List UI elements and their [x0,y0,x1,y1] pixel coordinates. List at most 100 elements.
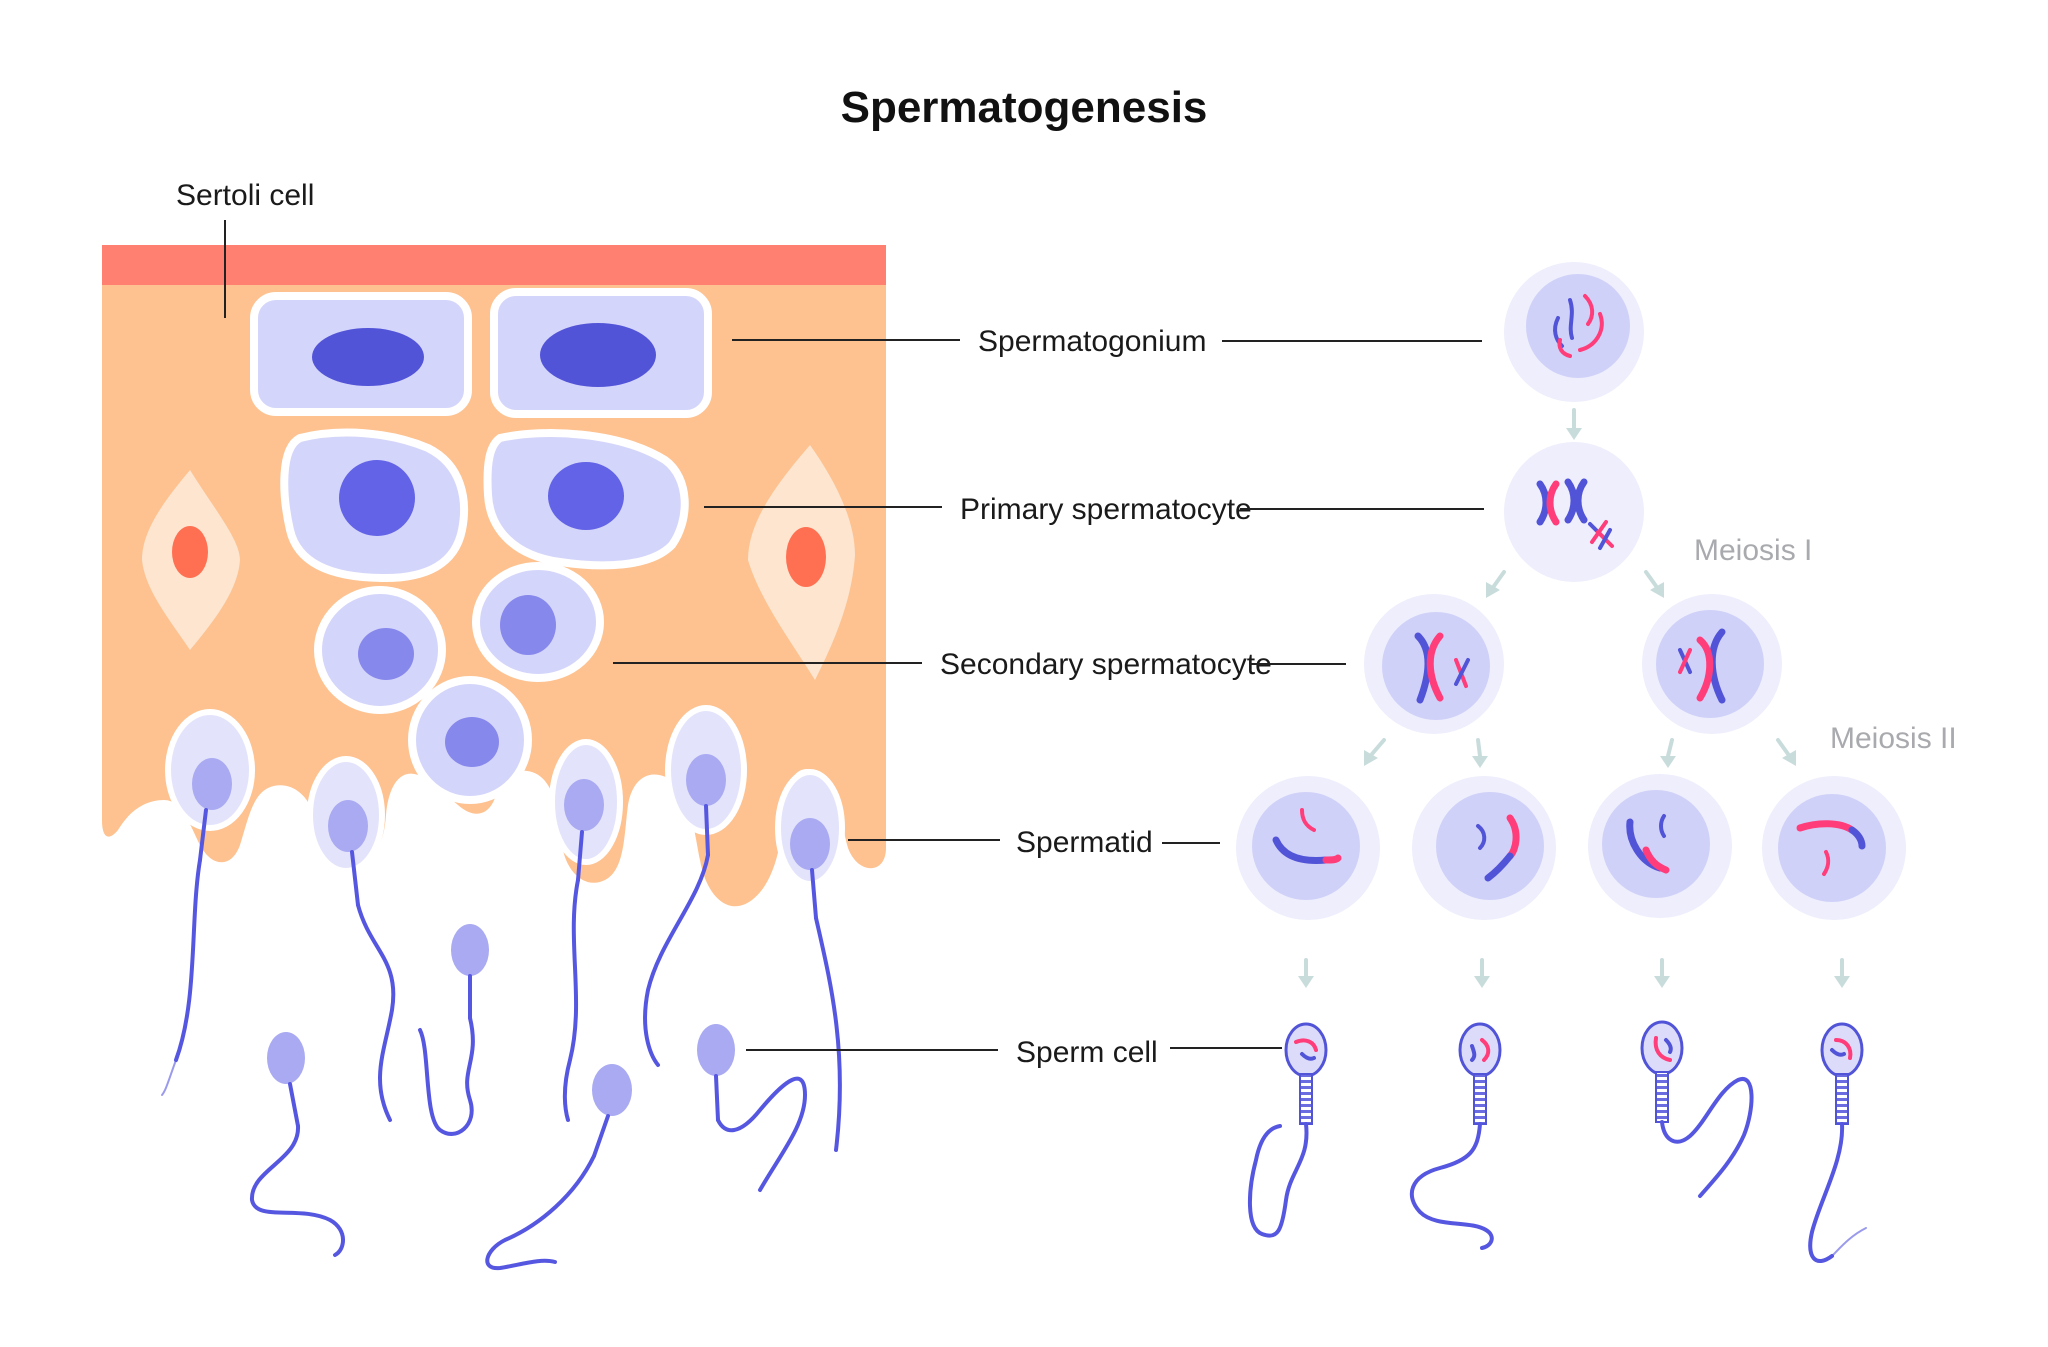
tree-sperm-cell [1409,1022,1502,1250]
chromosome [1484,852,1514,882]
sperm-tail [1808,1122,1845,1263]
chromosome [1664,1038,1673,1054]
sperm-tail [1248,1122,1309,1238]
sperm-tail [350,850,360,907]
chromosome [1322,854,1342,864]
chromosome [1480,1038,1491,1062]
chromosome [1822,850,1831,876]
sperm-tail [814,916,842,1152]
chromosome [1300,808,1316,832]
sperm-head [1458,1022,1502,1078]
chromosome [1578,312,1604,352]
sperm-tail [643,853,710,1067]
sperm-head [1640,1020,1684,1076]
chromosome [1272,836,1330,864]
spermatogonium-nucleus [312,328,424,386]
chromosome [1557,338,1572,358]
spermatid-head [686,754,726,806]
chromosome-pair [1564,478,1578,524]
arrow [1486,570,1506,598]
chromosome-pair [1536,480,1550,526]
sperm-head [1284,1022,1328,1078]
sperm-midpiece [1299,1073,1313,1125]
tree-spermatid [1236,776,1380,920]
label-spermatid: Spermatid [1016,826,1153,859]
chromosome [1848,826,1866,850]
chromosome [1678,648,1692,674]
tree-spermatid [1762,776,1906,920]
chromosome [1294,1038,1318,1052]
tree-secondary-spermatocyte [1642,594,1782,734]
label-secondary-spermatocyte: Secondary spermatocyte [940,648,1272,681]
tree-sperm-cell [1808,1022,1867,1263]
chromosome [1426,632,1444,702]
sperm-tail [704,804,710,857]
sperm-head [267,1032,305,1084]
tree-sperm-cell [1248,1022,1328,1238]
chromosome [1300,1052,1316,1061]
chromosome-pair [1546,480,1560,526]
free-sperm-cells [249,924,808,1271]
secondary-spermatocyte-nucleus [445,717,499,767]
cell-nucleus [1602,790,1710,898]
chromosome [1796,820,1856,834]
spermatid-head [328,800,368,852]
sperm-midpiece [592,1114,610,1158]
basement-membrane [102,245,886,285]
chromosome [1642,846,1670,874]
sperm-head [697,1024,735,1076]
chromosome [1470,1044,1477,1062]
chromosome [1454,658,1470,686]
label-meiosis-2: Meiosis II [1830,722,1957,755]
spermatogonium-nucleus [540,323,656,387]
arrow [1566,408,1582,440]
sperm-tail [576,830,584,882]
tree-spermatid [1412,776,1556,920]
lineage-tree [1236,262,1906,1263]
sperm-tail [716,1076,808,1192]
primary-spermatocyte-nucleus [548,462,624,530]
chromosome [1568,298,1574,340]
sperm-tail [1409,1122,1494,1250]
chromosome [1659,814,1666,838]
cell-nucleus [1382,612,1490,720]
spermatid-head [192,758,232,810]
arrow [1776,738,1796,766]
arrow [1472,738,1488,768]
secondary-spermatocyte-nucleus [358,628,414,680]
tree-primary-spermatocyte [1504,442,1644,582]
sperm-midpiece [1473,1073,1487,1125]
tree-spermatogonium [1504,262,1644,402]
chromosome [1653,1036,1672,1062]
diagram-title: Spermatogenesis [841,83,1208,132]
label-sertoli-cell: Sertoli cell [176,179,314,212]
tissue-spermatids [161,705,845,1152]
secondary-spermatocyte-nucleus [500,595,556,655]
chromosome [1476,824,1487,850]
cell-nucleus [1526,274,1630,378]
chromosome [1830,1048,1846,1057]
chromosome-pair [1598,528,1612,550]
sperm-tail [356,903,396,1122]
arrow [1654,958,1670,988]
sperm-midpiece [1655,1071,1669,1123]
cell-nucleus [1436,792,1544,900]
sperm-tail [198,808,208,862]
sperm-tail [249,1124,345,1257]
tree-sperm-cell [1640,1020,1754,1198]
sertoli-nucleus-right [786,527,826,587]
sperm-midpiece [288,1082,300,1128]
arrow [1660,738,1676,768]
sperm-head [451,924,489,976]
sperm-tail [174,858,202,1062]
sperm-tail [161,1059,177,1096]
arrow [1644,570,1664,598]
chromosome [1696,636,1714,702]
secondary-spermatocytes [314,562,604,804]
label-spermatogonium: Spermatogonium [978,325,1206,358]
sperm-tail [1660,1076,1754,1198]
tree-secondary-spermatocyte [1364,594,1504,734]
sperm-tail [418,1016,475,1136]
label-meiosis-1: Meiosis I [1694,534,1812,567]
